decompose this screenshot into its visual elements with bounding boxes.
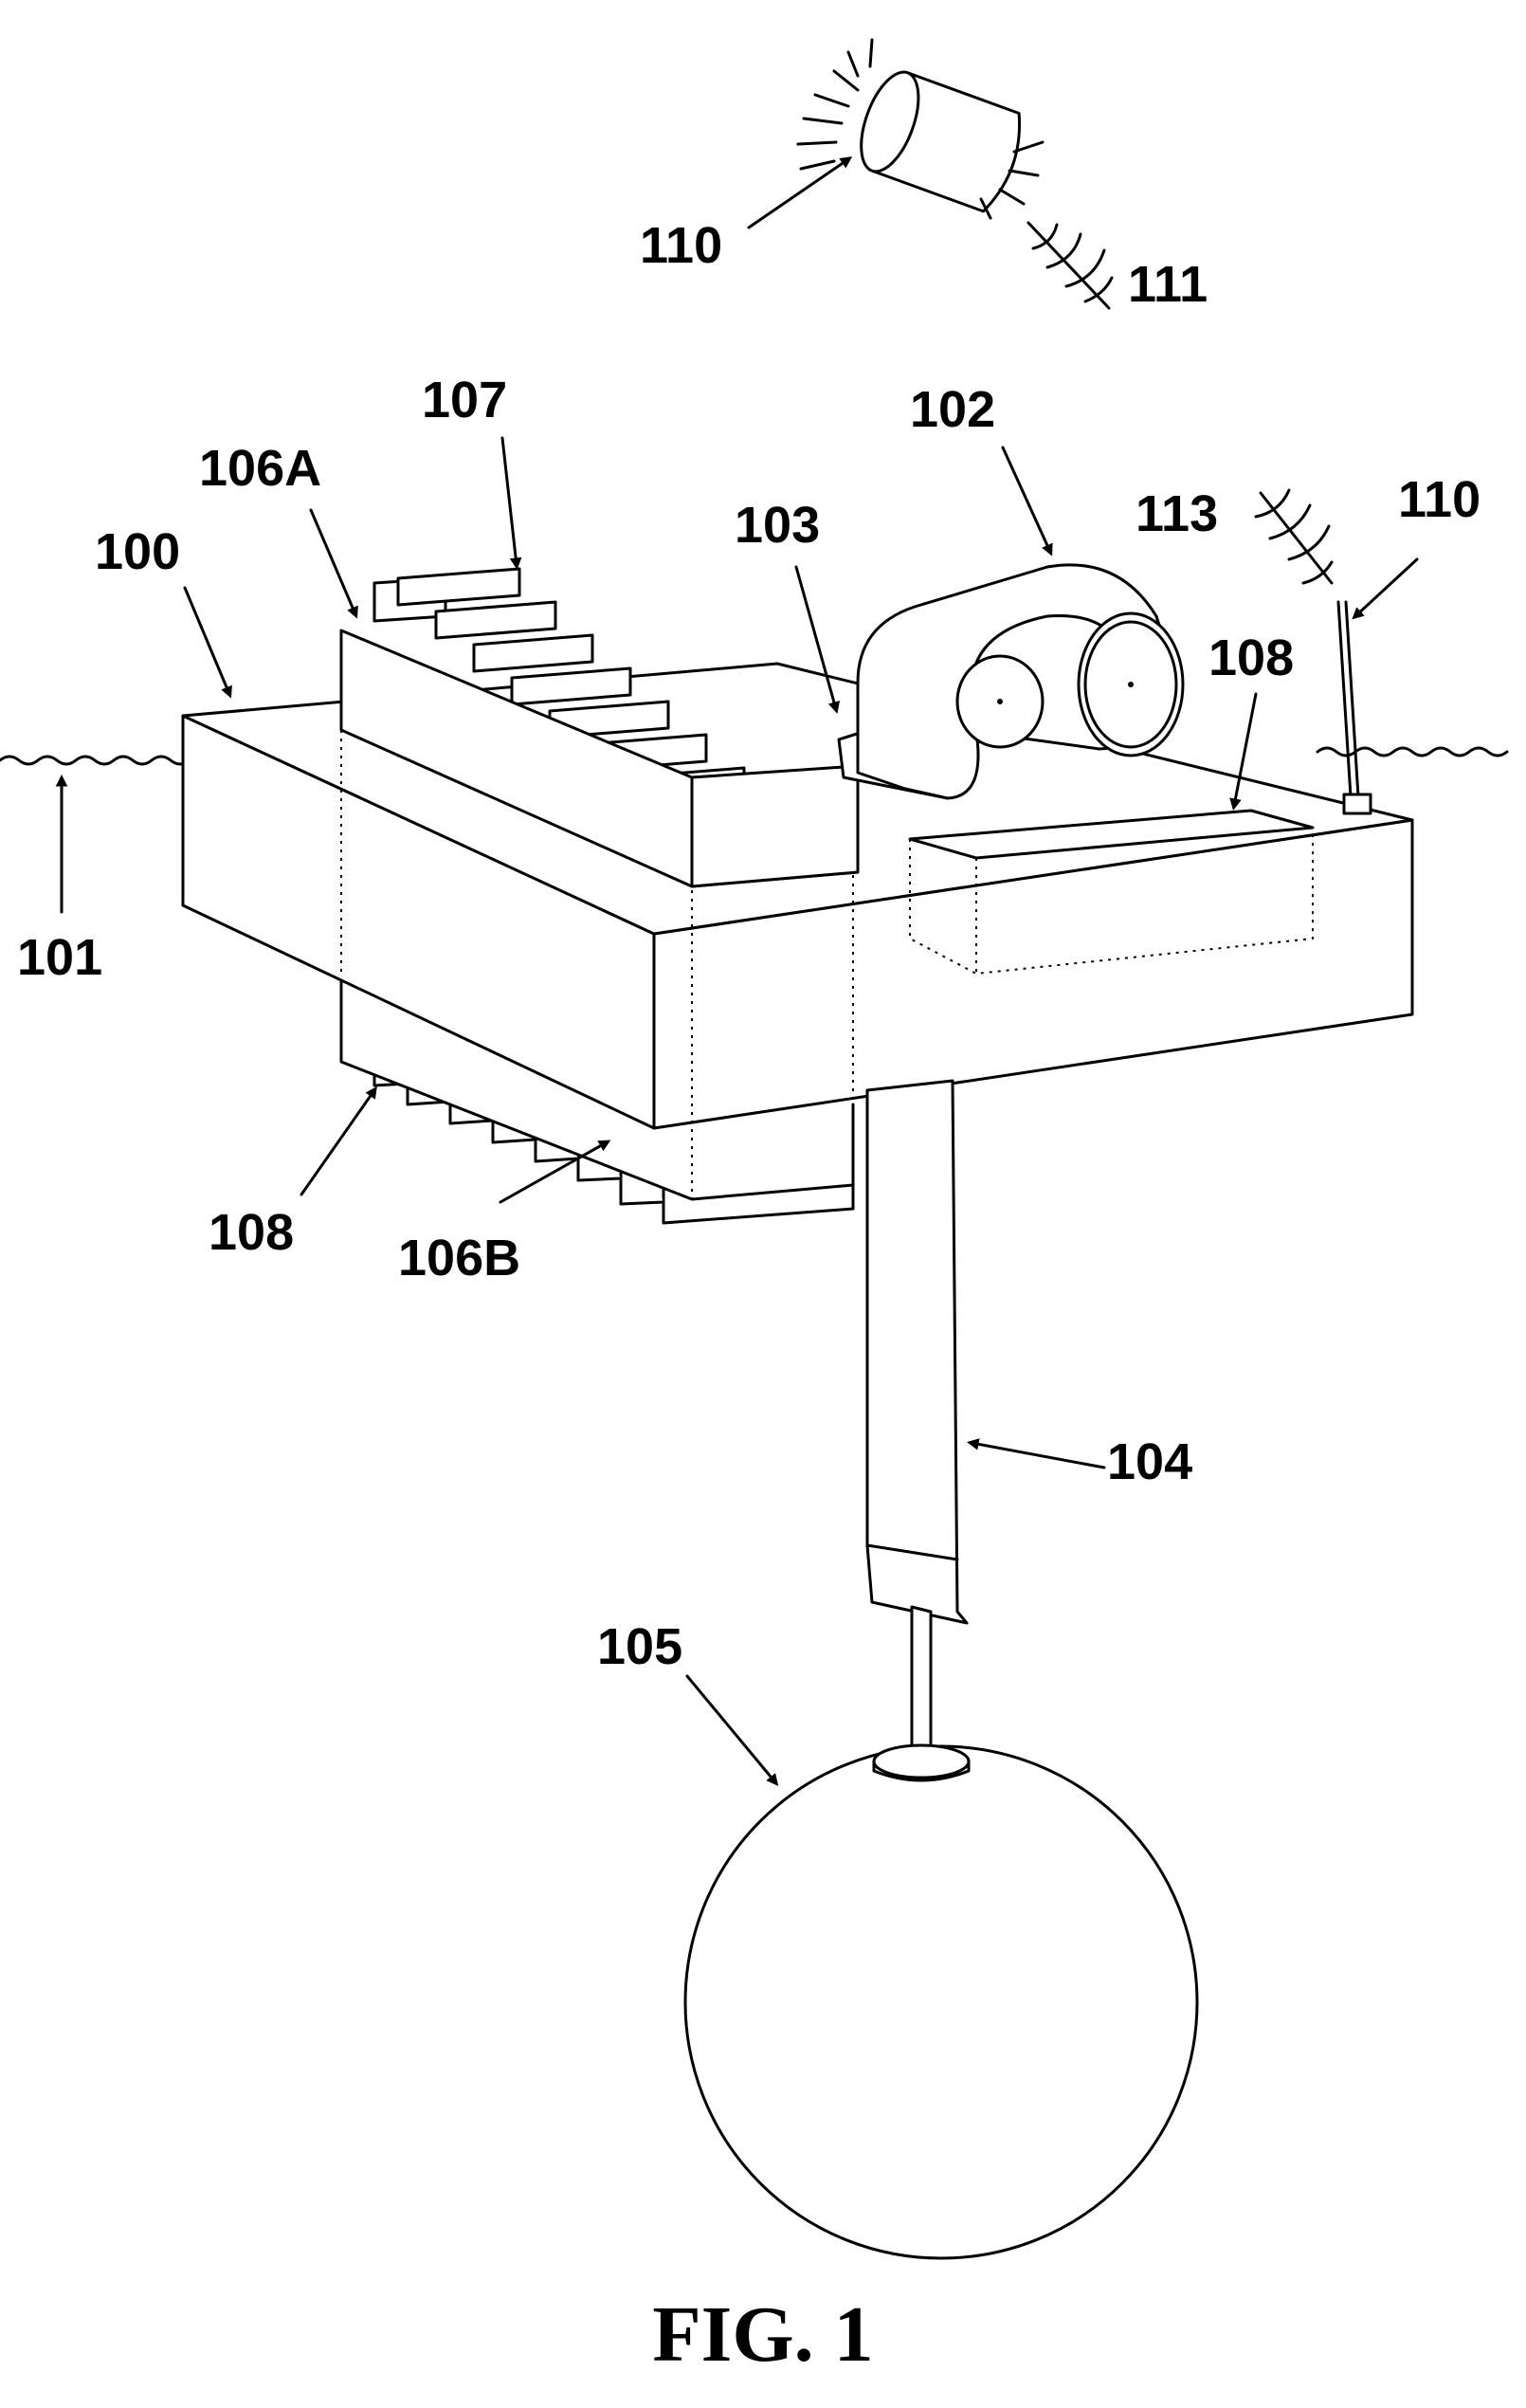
figure-caption: FIG. 1 xyxy=(652,2290,873,2379)
label-111: 110 xyxy=(640,217,722,274)
label-112: 111 xyxy=(1128,256,1208,313)
satellite-111 xyxy=(798,40,1043,218)
label-105: 105 xyxy=(597,1618,682,1675)
weight-sphere-105 xyxy=(685,1745,1197,2258)
label-106A: 106A xyxy=(199,440,321,497)
signal-112 xyxy=(1028,223,1112,308)
label-101: 101 xyxy=(17,929,102,986)
antenna-110 xyxy=(1338,602,1371,813)
label-110: 110 xyxy=(1398,471,1481,528)
signal-113 xyxy=(1256,490,1332,583)
label-109: 108 xyxy=(1208,629,1294,686)
label-103: 103 xyxy=(735,497,820,554)
tether-104 xyxy=(867,1081,967,1752)
label-106B: 106B xyxy=(398,1230,520,1286)
label-104: 104 xyxy=(1107,1433,1192,1490)
label-108: 108 xyxy=(209,1204,294,1261)
label-107: 107 xyxy=(422,372,507,429)
label-102: 102 xyxy=(910,381,995,438)
label-100: 100 xyxy=(95,523,180,580)
label-113: 113 xyxy=(1135,485,1218,542)
